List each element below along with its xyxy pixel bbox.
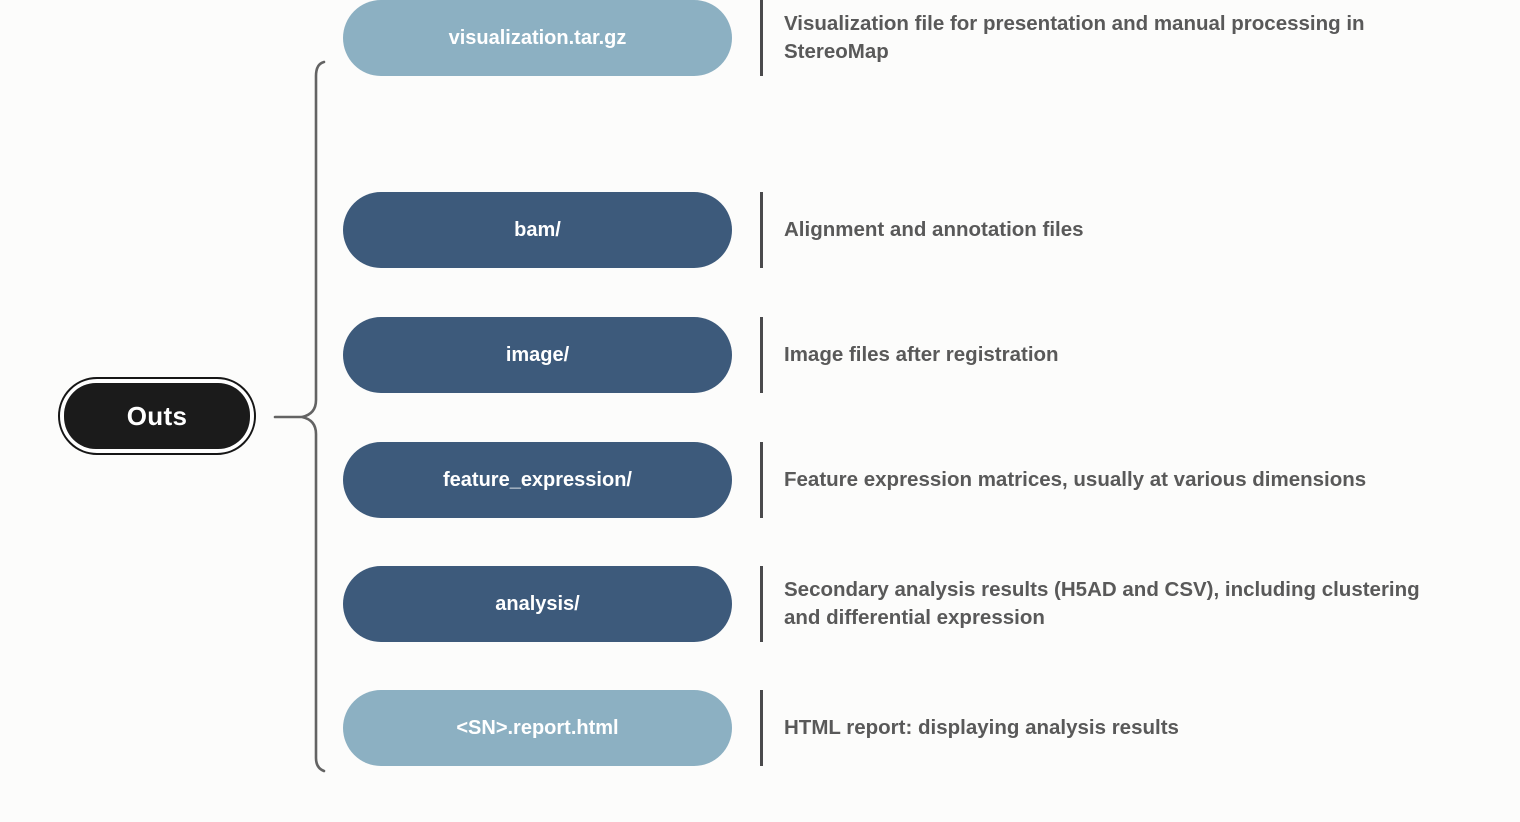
output-row-visualization: visualization.tar.gz Visualization file … xyxy=(343,0,1444,76)
output-pill-bam: bam/ xyxy=(343,192,732,268)
output-description: HTML report: displaying analysis results xyxy=(784,716,1179,739)
output-row-bam: bam/ Alignment and annotation files xyxy=(343,192,1084,268)
output-pill-report: <SN>.report.html xyxy=(343,690,732,766)
output-pill-analysis: analysis/ xyxy=(343,566,732,642)
root-node-label: Outs xyxy=(64,383,250,449)
output-description: Image files after registration xyxy=(784,343,1059,366)
output-pill-visualization: visualization.tar.gz xyxy=(343,0,732,76)
output-pill-image: image/ xyxy=(343,317,732,393)
output-description: Alignment and annotation files xyxy=(784,218,1084,241)
root-node-outs: Outs xyxy=(58,377,256,455)
pill-label: analysis/ xyxy=(495,592,580,615)
curly-brace xyxy=(273,60,326,773)
output-row-feature-expression: feature_expression/ Feature expression m… xyxy=(343,442,1366,518)
output-description: Secondary analysis results (H5AD and CSV… xyxy=(784,578,1420,629)
output-row-image: image/ Image files after registration xyxy=(343,317,1059,393)
separator-line xyxy=(760,690,763,766)
pill-label: visualization.tar.gz xyxy=(448,26,627,49)
separator-line xyxy=(760,192,763,268)
pill-label: image/ xyxy=(505,343,570,366)
separator-line xyxy=(760,566,763,642)
separator-line xyxy=(760,317,763,393)
pill-label: <SN>.report.html xyxy=(456,716,619,739)
output-description: Visualization file for presentation and … xyxy=(784,12,1365,63)
output-row-report: <SN>.report.html HTML report: displaying… xyxy=(343,690,1179,766)
pill-label: bam/ xyxy=(514,218,561,241)
pill-label: feature_expression/ xyxy=(443,468,632,491)
separator-line xyxy=(760,442,763,518)
output-pill-feature-expression: feature_expression/ xyxy=(343,442,732,518)
output-description: Feature expression matrices, usually at … xyxy=(784,468,1367,491)
separator-line xyxy=(760,0,763,76)
output-row-analysis: analysis/ Secondary analysis results (H5… xyxy=(343,566,1444,642)
